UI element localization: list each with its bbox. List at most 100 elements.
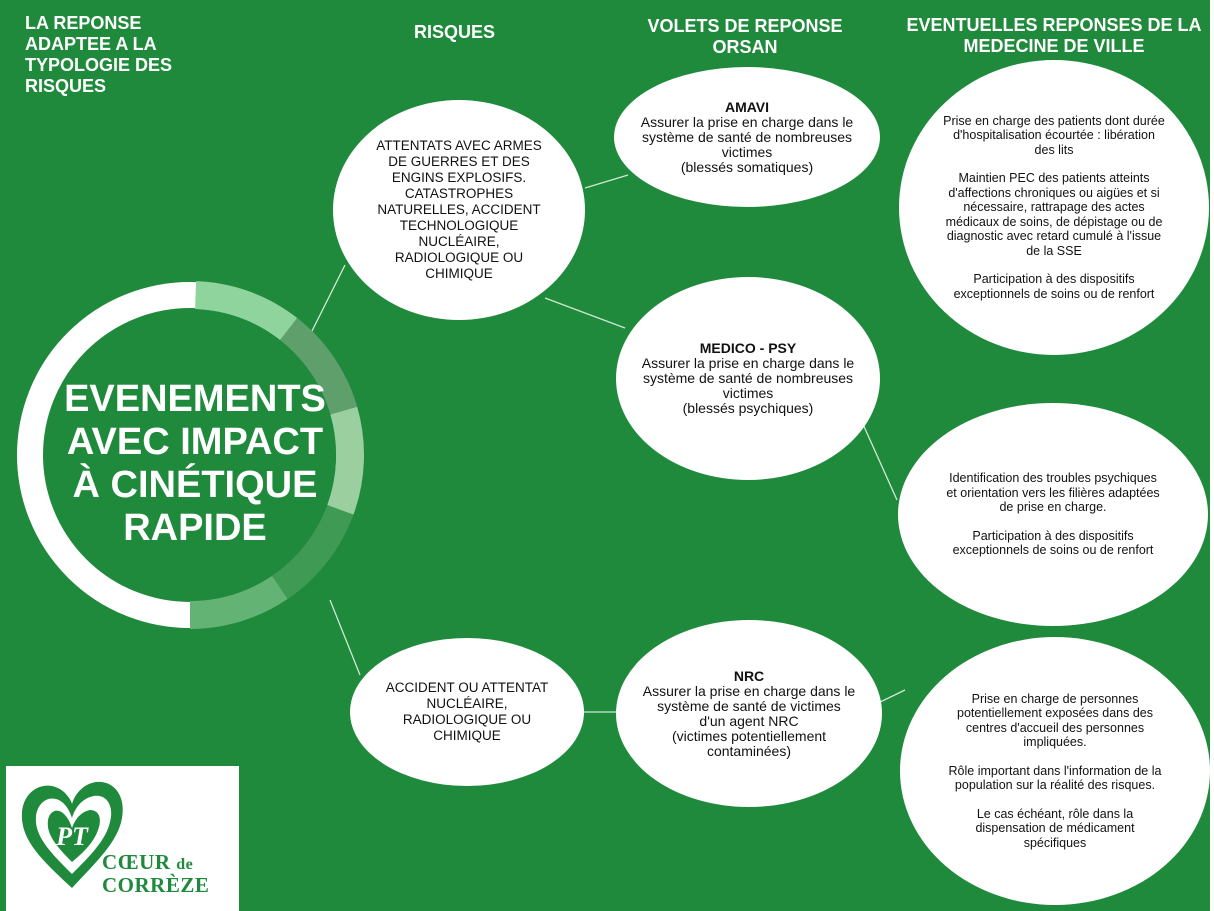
response-line: impliquées. [1023, 735, 1087, 750]
risk-line: RADIOLOGIQUE OU [394, 250, 524, 265]
response-paragraph: Le cas échéant, rôle dans la dispensatio… [975, 807, 1134, 851]
header-typology-line: LA REPONSE [25, 13, 142, 33]
response-line: Participation à des dispositifs [972, 528, 1134, 543]
volet-line: Assurer la prise en charge dans le [641, 355, 855, 371]
volet-line: victimes [722, 385, 774, 401]
header-volets-line: VOLETS DE REPONSE [647, 16, 843, 36]
header-typology-line: TYPOLOGIE DES [25, 55, 173, 75]
logo-wordmark-line1: CŒUR de [102, 852, 193, 875]
volet-title: MEDICO - PSY [699, 340, 797, 356]
header-responses-line: EVENTUELLES REPONSES DE LA [906, 15, 1202, 35]
response-line: Le cas échéant, rôle dans la [976, 806, 1134, 821]
risk-line: RADIOLOGIQUE OU [402, 712, 532, 727]
response-line: Prise en charge de personnes [971, 691, 1139, 706]
volet-line: d'un agent NRC [699, 712, 799, 729]
risk-line: ATTENTATS AVEC ARMES [376, 138, 542, 153]
risk-bubble-nrc: ACCIDENT OU ATTENTAT NUCLÉAIRE, RADIOLOG… [350, 638, 584, 786]
response-line: exceptionnels de soins ou de renfort [952, 543, 1154, 558]
center-title-line: À CINÉTIQUE [72, 464, 318, 506]
header-responses: EVENTUELLES REPONSES DE LA MEDECINE DE V… [898, 15, 1210, 57]
risk-line: CHIMIQUE [433, 728, 501, 743]
volet-line: (blessés somatiques) [680, 158, 814, 175]
response-line: des lits [1034, 142, 1074, 157]
response-line: de prise en charge. [999, 500, 1107, 515]
volet-line: Assurer la prise en charge dans le [642, 682, 856, 699]
center-title-line: EVENEMENTS [64, 378, 326, 420]
volet-line: système de santé de victimes [657, 697, 841, 714]
volet-line: victimes [721, 143, 773, 160]
header-risks: RISQUES [414, 22, 534, 43]
volet-line: Assurer la prise en charge dans le [640, 113, 854, 130]
risk-line: NUCLÉAIRE, [426, 696, 508, 711]
response-line: potentiellement exposées dans des [957, 706, 1153, 721]
response-line: nécessaire, rattrapage des actes [963, 200, 1145, 215]
volet-line: système de santé de nombreuses [642, 370, 854, 386]
response-bubble-nrc: Prise en charge de personnes potentielle… [900, 637, 1210, 905]
risk-line: ENGINS EXPLOSIFS. [391, 170, 527, 185]
response-line: diagnostic avec retard cumulé à l'issue [946, 229, 1162, 244]
center-title-line: RAPIDE [123, 507, 267, 549]
volet-line: système de santé de nombreuses [641, 128, 853, 145]
response-paragraph: Prise en charge des patients dont durée … [943, 114, 1165, 158]
ring-segment [271, 504, 354, 600]
header-typology-line: ADAPTEE A LA [25, 34, 157, 54]
volet-title: NRC [733, 667, 765, 684]
response-line: médicaux de soins, de dépistage ou de [945, 214, 1163, 229]
volet-title: AMAVI [724, 98, 770, 115]
response-line: de la SSE [1026, 243, 1082, 258]
response-line: population sur la réalité des risques. [954, 778, 1156, 793]
volet-bubble-nrc: NRC Assurer la prise en charge dans le s… [616, 620, 882, 807]
ring-inner-disc [44, 309, 336, 601]
connector-center-risk1 [309, 264, 346, 336]
risk-line: CHIMIQUE [425, 266, 493, 281]
header-volets-line: ORSAN [712, 37, 778, 57]
risk-line: TECHNOLOGIQUE [399, 218, 519, 233]
response-paragraph: Identification des troubles psychiques e… [946, 471, 1159, 515]
center-event-title: EVENEMENTS AVEC IMPACT À CINÉTIQUE RAPID… [55, 378, 335, 550]
logo-word-coeur: CŒUR [102, 850, 171, 874]
response-line: centres d'accueil des personnes [965, 720, 1145, 735]
ring-segment [194, 281, 298, 341]
response-line: d'affections chroniques ou aigües et si [948, 185, 1160, 200]
response-paragraph: Prise en charge de personnes potentielle… [957, 692, 1153, 750]
volet-line: (blessés psychiques) [682, 400, 814, 416]
response-line: d'hospitalisation écourtée : libération [953, 128, 1155, 143]
response-paragraph: Maintien PEC des patients atteints d'aff… [946, 171, 1163, 258]
center-title-line: AVEC IMPACT [66, 421, 324, 463]
risk-line: CATASTROPHES [404, 186, 514, 201]
logo-wordmark-line2: CORRÈZE [102, 873, 210, 897]
ring-segment [327, 407, 364, 515]
header-volets: VOLETS DE REPONSE ORSAN [635, 16, 855, 58]
logo-monogram: PT [55, 822, 89, 851]
center-ring [17, 281, 364, 629]
header-responses-line: MEDECINE DE VILLE [963, 36, 1145, 56]
response-paragraph: Participation à des dispositifs exceptio… [953, 529, 1154, 558]
risk-line: ACCIDENT OU ATTENTAT [385, 680, 549, 695]
ring-segments [189, 281, 364, 629]
ring-segment [189, 575, 288, 629]
response-line: Prise en charge des patients dont durée [943, 113, 1165, 128]
response-bubble-psychic: Identification des troubles psychiques e… [898, 403, 1208, 626]
response-line: Maintien PEC des patients atteints [958, 171, 1150, 186]
coeur-de-correze-logo: PT CŒUR de CORRÈZE [6, 766, 239, 911]
connector-medico-resp2 [861, 421, 898, 501]
ring-segment [279, 317, 358, 416]
header-typology: LA REPONSE ADAPTEE A LA TYPOLOGIE DES RI… [25, 13, 245, 97]
risk-line: DE GUERRES ET DES [388, 154, 530, 169]
header-risks-line: RISQUES [414, 22, 496, 42]
response-line: Rôle important dans l'information de la [948, 763, 1162, 778]
response-line: et orientation vers les filières adaptée… [946, 485, 1160, 500]
response-paragraph: Rôle important dans l'information de la … [949, 764, 1162, 793]
response-bubble-somatic: Prise en charge des patients dont durée … [899, 60, 1209, 355]
header-typology-line: RISQUES [25, 76, 107, 96]
volet-bubble-amavi: AMAVI Assurer la prise en charge dans le… [614, 67, 880, 207]
response-paragraph: Participation à des dispositifs exceptio… [954, 272, 1155, 301]
volet-line: (victimes potentiellement [671, 727, 827, 744]
response-line: Identification des troubles psychiques [949, 471, 1157, 486]
response-line: spécifiques [1023, 835, 1087, 850]
connector-center-risk2 [329, 599, 361, 676]
response-line: Participation à des dispositifs [973, 272, 1135, 287]
connector-risk1-medico [544, 297, 626, 329]
connector-risk1-amavi [584, 174, 629, 189]
